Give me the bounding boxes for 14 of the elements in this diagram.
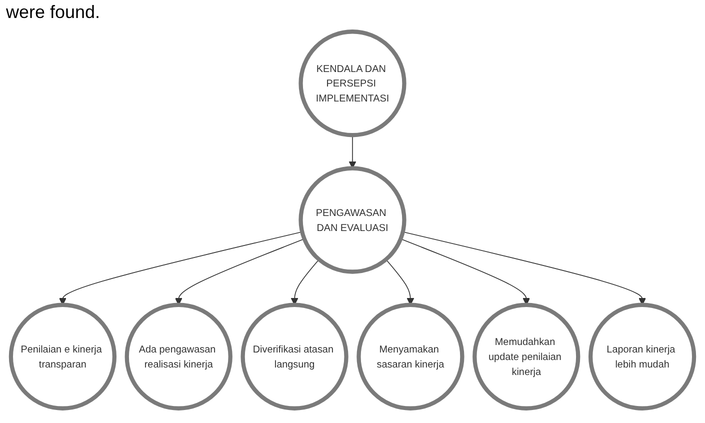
note-text: were found. xyxy=(6,2,102,23)
node-circle: Menyamakan sasaran kinerja xyxy=(356,302,464,410)
node-circle: Laporan kinerja lebih mudah xyxy=(588,302,696,410)
arrow xyxy=(348,134,356,169)
node-circle: Ada pengawasan realisasi kinerja xyxy=(124,302,232,410)
arrow xyxy=(174,238,305,306)
node-circle: Memudahkan update penilaian kinerja xyxy=(472,302,580,410)
node-circle: Penilaian e kinerja transparan xyxy=(8,302,117,410)
arrow xyxy=(386,259,414,306)
node-circle: Diverifikasi atasan langsung xyxy=(240,302,348,410)
node-circle: PENGAWASAN DAN EVALUASI xyxy=(298,166,406,274)
arrow xyxy=(400,238,530,306)
node-circle: KENDALA DAN PERSEPSI IMPLEMENTASI xyxy=(298,30,406,138)
arrow xyxy=(290,259,320,306)
